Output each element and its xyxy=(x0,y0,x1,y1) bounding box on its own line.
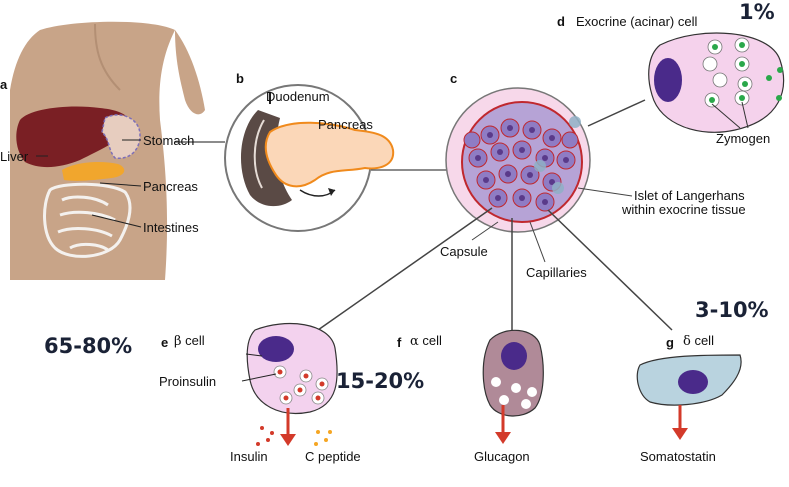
delta-cell xyxy=(636,354,742,440)
panel-label-c: c xyxy=(450,71,458,86)
label-capillaries: Capillaries xyxy=(526,265,587,280)
label-proinsulin: Proinsulin xyxy=(159,374,217,389)
label-liver: Liver xyxy=(0,149,29,164)
beta-cell xyxy=(246,322,338,446)
panel-label-d: d xyxy=(557,14,565,29)
label-islet-line2: within exocrine tissue xyxy=(622,202,746,217)
percent-acinar: 1% xyxy=(739,0,775,24)
label-alpha-word: cell xyxy=(422,333,442,348)
panel-label-a: a xyxy=(0,77,8,92)
label-somatostatin: Somatostatin xyxy=(640,449,716,464)
acinar-cell xyxy=(648,32,785,133)
label-acinar-cell: Exocrine (acinar) cell xyxy=(576,14,698,29)
label-alpha-cell: α cell xyxy=(410,334,442,348)
label-zymogen: Zymogen xyxy=(716,131,771,146)
label-pancreas-closeup: Pancreas xyxy=(318,117,373,132)
pancreas-closeup xyxy=(224,84,395,232)
pancreas-shape xyxy=(62,162,125,181)
pancreas-closeup-shape xyxy=(264,121,395,188)
label-beta-cell: β cell xyxy=(174,334,205,348)
panel-label-e: e xyxy=(161,335,169,350)
percent-beta: 65-80% xyxy=(44,334,133,358)
label-intestines: Intestines xyxy=(143,220,199,235)
label-stomach: Stomach xyxy=(143,133,195,148)
alpha-cell xyxy=(482,329,544,444)
label-delta-word: cell xyxy=(694,333,714,348)
label-islet-line1: Islet of Langerhans xyxy=(634,188,745,203)
percent-alpha: 15-20% xyxy=(336,369,425,393)
label-capsule: Capsule xyxy=(440,244,488,259)
torso-illustration xyxy=(10,21,205,280)
panel-label-b: b xyxy=(236,71,244,86)
panel-label-f: f xyxy=(397,335,402,350)
label-glucagon: Glucagon xyxy=(474,449,530,464)
islet-of-langerhans xyxy=(445,87,591,233)
liver-shape xyxy=(16,106,130,168)
label-alpha-greek: α xyxy=(410,334,419,349)
label-c-peptide: C peptide xyxy=(305,449,361,464)
label-duodenum: Duodenum xyxy=(266,89,330,104)
label-insulin: Insulin xyxy=(230,449,268,464)
label-delta-cell: δ cell xyxy=(683,334,714,348)
label-beta-word: cell xyxy=(185,333,205,348)
label-pancreas: Pancreas xyxy=(143,179,198,194)
label-delta-greek: δ xyxy=(683,334,691,349)
intestines-shape xyxy=(43,182,132,258)
panel-label-g: g xyxy=(666,335,674,350)
label-beta-greek: β xyxy=(174,334,182,349)
stomach-shape xyxy=(101,114,141,160)
percent-delta: 3-10% xyxy=(695,298,769,322)
duodenum-shape xyxy=(240,110,292,207)
